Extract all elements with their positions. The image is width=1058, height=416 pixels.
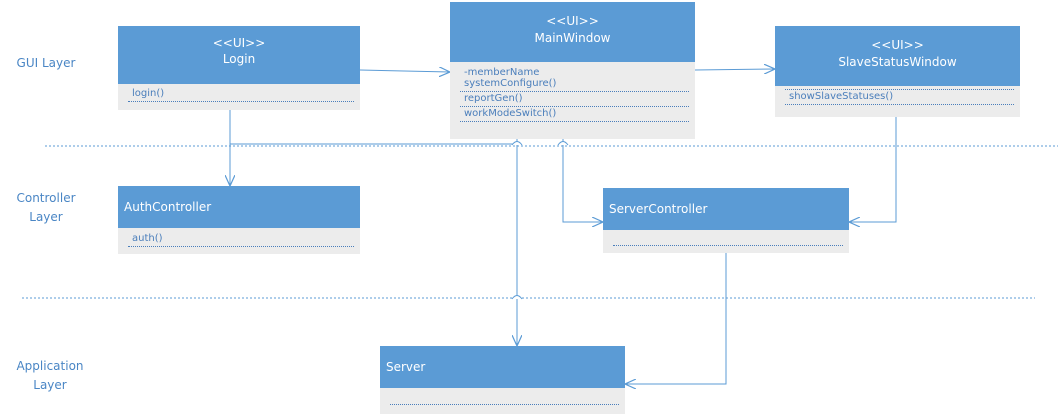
layer-label-gui: GUI Layer: [16, 56, 76, 70]
separator: [460, 106, 689, 107]
class-login-body: login(): [118, 84, 360, 110]
class-mainwindow-stereotype: <<UI>>: [546, 14, 599, 28]
method-auth: auth(): [132, 233, 163, 244]
class-login-name: Login: [222, 52, 256, 66]
layer-label-application: Application Layer: [16, 359, 84, 392]
class-servercontroller-name: ServerController: [609, 202, 708, 216]
edge-servercontroller-to-server: [625, 253, 727, 384]
method-workmodeswitch: workModeSwitch(): [464, 108, 557, 119]
class-server-name: Server: [386, 360, 426, 374]
separator: [390, 404, 619, 405]
class-slavestatuswindow-stereotype: <<UI>>: [871, 38, 924, 52]
layer-label-controller: Controller Layer: [16, 191, 76, 224]
line-hop-icon: [511, 295, 523, 300]
class-authcontroller-name: AuthController: [124, 200, 212, 214]
method-reportgen: reportGen(): [464, 93, 523, 104]
edge-login-to-mainwindow: [359, 70, 450, 72]
class-slavestatuswindow[interactable]: <<UI>> SlaveStatusWindow showSlaveStatus…: [775, 26, 1020, 117]
attribute-membername: -memberName: [464, 67, 540, 78]
line-hop-icon: [557, 141, 569, 146]
edge-slavestatuswindow-to-servercontroller: [849, 117, 897, 222]
class-slavestatuswindow-header: <<UI>> SlaveStatusWindow: [775, 26, 1020, 86]
separator: [128, 101, 354, 102]
separator: [460, 91, 689, 92]
separator: [785, 89, 1014, 90]
class-server-header: Server: [380, 346, 625, 388]
separator: [613, 245, 843, 246]
class-servercontroller[interactable]: ServerController: [603, 188, 849, 253]
class-mainwindow-name: MainWindow: [534, 31, 611, 45]
class-authcontroller-header: AuthController: [118, 186, 360, 228]
separator: [460, 121, 689, 122]
method-login: login(): [132, 88, 165, 99]
class-login-stereotype: <<UI>>: [212, 36, 266, 50]
class-authcontroller[interactable]: AuthController auth(): [118, 186, 360, 254]
class-login[interactable]: <<UI>> Login login(): [118, 26, 360, 110]
class-mainwindow-body: -memberName systemConfigure() reportGen(…: [450, 62, 695, 139]
edge-mainwindow-to-servercontroller: [562, 139, 603, 222]
class-servercontroller-header: ServerController: [603, 188, 849, 230]
class-server[interactable]: Server: [380, 346, 625, 414]
class-server-body: [380, 388, 625, 414]
edge-mainwindow-to-slavestatuswindow: [694, 69, 775, 70]
class-mainwindow-header: <<UI>> MainWindow: [450, 2, 695, 62]
class-mainwindow[interactable]: <<UI>> MainWindow -memberName systemConf…: [450, 2, 695, 139]
class-slavestatuswindow-name: SlaveStatusWindow: [838, 55, 957, 69]
class-slavestatuswindow-body: showSlaveStatuses(): [775, 86, 1020, 117]
class-authcontroller-body: auth(): [118, 228, 360, 254]
class-login-header: <<UI>> Login: [118, 26, 360, 84]
method-systemconfigure: systemConfigure(): [464, 78, 557, 89]
class-servercontroller-body: [603, 230, 849, 253]
separator: [785, 104, 1014, 105]
method-showslavestatuses: showSlaveStatuses(): [789, 91, 894, 102]
separator: [128, 246, 354, 247]
line-hop-icon: [511, 141, 523, 146]
